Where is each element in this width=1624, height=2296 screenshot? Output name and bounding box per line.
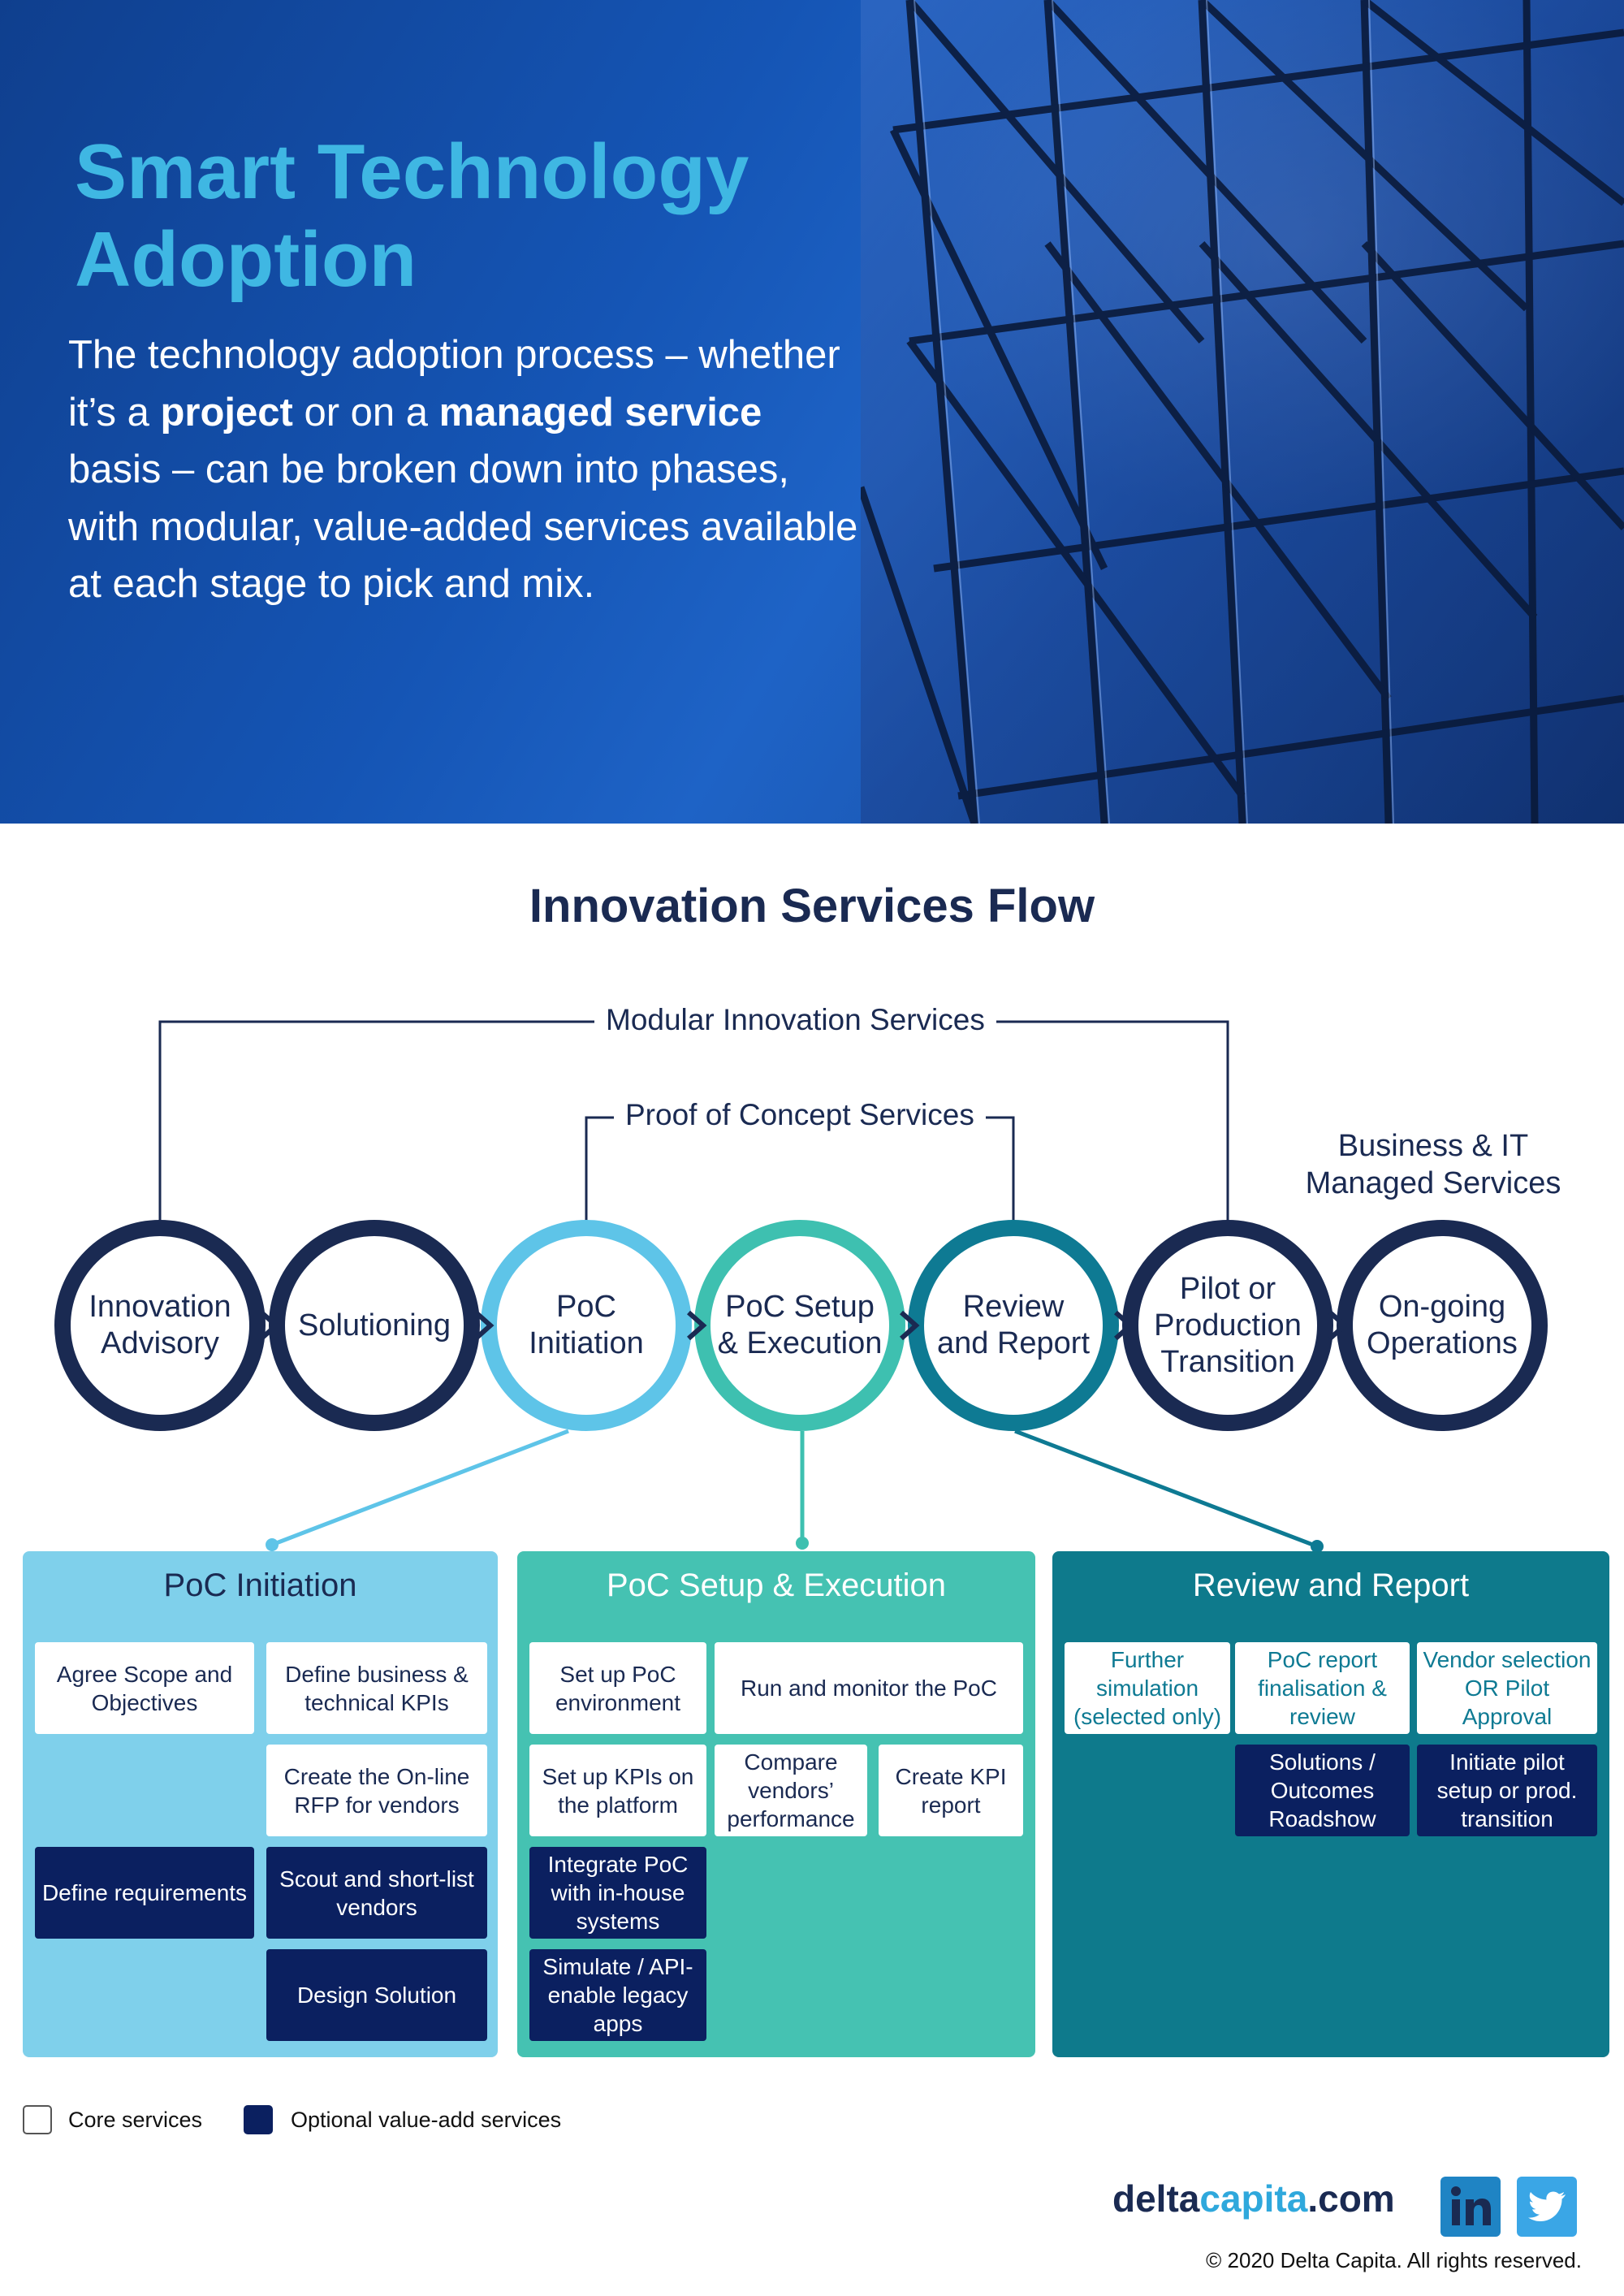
stage-label-poc-setup: PoC Setup& Execution	[710, 1244, 889, 1407]
legend-optional-swatch	[244, 2105, 273, 2134]
service-core: Agree Scope and Objectives	[35, 1642, 254, 1734]
stage-text: PoC Setup	[725, 1290, 875, 1324]
panel-title: Review and Report	[1192, 1567, 1470, 1603]
arrow-2	[474, 1310, 495, 1341]
stage-text: Transition	[1160, 1344, 1295, 1379]
stage-text: Solutioning	[297, 1308, 451, 1343]
connector-initiation-dot	[266, 1538, 279, 1551]
service-optional: Solutions / Outcomes Roadshow	[1235, 1745, 1410, 1836]
panel-poc-initiation: PoC Initiation Agree Scope and Objective…	[23, 1551, 498, 2057]
managed-services-line-1: Business & IT	[1337, 1129, 1529, 1163]
flow-title: Innovation Services Flow	[529, 880, 1095, 932]
poc-services-label: Proof of Concept Services	[614, 1098, 986, 1132]
hero-title-line-2: Adoption	[75, 216, 417, 303]
service-core: Set up KPIs on the platform	[529, 1745, 706, 1836]
brand-part-3: .com	[1307, 2177, 1395, 2220]
stage-text: Review	[962, 1290, 1065, 1324]
connector-setup-dot	[796, 1537, 809, 1550]
arrow-5	[1114, 1310, 1134, 1341]
twitter-icon[interactable]	[1517, 2177, 1577, 2237]
stage-text: Initiation	[529, 1326, 644, 1360]
hero-description: The technology adoption process – whethe…	[68, 326, 864, 613]
modular-services-label: Modular Innovation Services	[594, 1003, 996, 1037]
hero-title: Smart Technology Adoption	[75, 128, 887, 304]
stage-text: Advisory	[101, 1326, 219, 1360]
stage-label-solutioning: Solutioning	[285, 1244, 464, 1407]
brand-part-1: delta	[1112, 2177, 1200, 2220]
service-core: Vendor selection OR Pilot Approval	[1417, 1642, 1597, 1734]
stage-text: & Execution	[717, 1326, 883, 1360]
arrow-3	[687, 1310, 707, 1341]
hero-body-bold-1: project	[160, 390, 293, 435]
flow-diagram	[54, 1020, 1548, 1553]
service-optional: Simulate / API-enable legacy apps	[529, 1949, 706, 2041]
legend-optional-label: Optional value-add services	[291, 2108, 562, 2132]
service-core: Run and monitor the PoC	[715, 1642, 1023, 1734]
service-optional: Initiate pilot setup or prod. transition	[1417, 1745, 1597, 1836]
panel-review-report: Review and Report Further simulation (se…	[1052, 1551, 1609, 2057]
service-optional: Integrate PoC with in-house systems	[529, 1847, 706, 1939]
stage-ring-innovation-advisory	[54, 1220, 266, 1431]
connector-review	[1014, 1429, 1318, 1549]
hero-body-bold-2: managed service	[438, 390, 762, 435]
service-core: Define business & technical KPIs	[266, 1642, 487, 1734]
service-core: Further simulation (selected only)	[1065, 1642, 1230, 1734]
glass-facade-image	[861, 0, 1624, 824]
managed-services-label: Business & IT Managed Services	[1283, 1127, 1583, 1202]
service-core: PoC report finalisation & review	[1235, 1642, 1410, 1734]
arrow-4	[900, 1310, 920, 1341]
copyright-text: © 2020 Delta Capita. All rights reserved…	[1206, 2248, 1582, 2272]
service-optional: Design Solution	[266, 1949, 487, 2041]
hero-body-text-3: basis – can be broken down into phases, …	[68, 448, 858, 606]
service-core: Set up PoC environment	[529, 1642, 706, 1734]
poc-services-bracket	[585, 1116, 1015, 1228]
stage-text: Pilot or	[1179, 1271, 1276, 1306]
service-optional: Scout and short-list vendors	[266, 1847, 487, 1939]
hero-body-text-2: or on a	[292, 390, 439, 435]
brand-part-2: capita	[1199, 2177, 1308, 2220]
stage-text: Operations	[1367, 1326, 1518, 1360]
service-optional: Define requirements	[35, 1847, 254, 1939]
legend-core-label: Core services	[68, 2108, 203, 2132]
connector-initiation	[271, 1429, 569, 1547]
stage-text: On-going	[1378, 1290, 1506, 1324]
stage-text: and Report	[936, 1326, 1090, 1360]
connector-review-dot	[1311, 1540, 1324, 1553]
stage-text: Innovation	[89, 1290, 231, 1324]
service-core: Create the On-line RFP for vendors	[266, 1745, 487, 1836]
legend-core-swatch	[23, 2105, 52, 2134]
hero-body-text-1: The technology adoption process – whethe…	[68, 333, 840, 435]
panel-title: PoC Setup & Execution	[606, 1567, 947, 1603]
service-core: Create KPI report	[879, 1745, 1023, 1836]
panel-title: PoC Initiation	[163, 1567, 357, 1603]
managed-services-line-2: Managed Services	[1305, 1166, 1561, 1200]
hero-banner: Smart Technology Adoption The technology…	[0, 0, 1624, 824]
brand-link[interactable]: deltacapita.com	[1112, 2177, 1395, 2220]
panel-poc-setup: PoC Setup & Execution Set up PoC environ…	[517, 1551, 1035, 2057]
arrow-6	[1328, 1310, 1349, 1341]
stage-text: Production	[1154, 1308, 1302, 1343]
service-core: Compare vendors’ performance	[715, 1745, 867, 1836]
arrow-1	[260, 1310, 280, 1341]
linkedin-icon[interactable]	[1440, 2177, 1501, 2237]
stage-text: PoC	[556, 1290, 616, 1324]
hero-title-line-1: Smart Technology	[75, 128, 749, 215]
